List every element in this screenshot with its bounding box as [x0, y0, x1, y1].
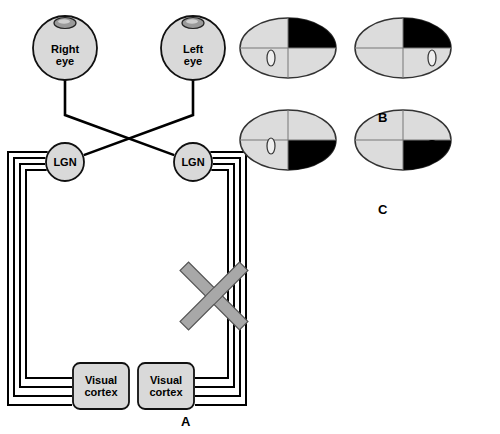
node-label: LGN: [181, 156, 204, 168]
panel-letter: B: [378, 110, 387, 125]
nerve-pathway: [65, 80, 174, 155]
node-label: Visual cortex: [79, 374, 123, 398]
circle-node: Left eye: [160, 15, 226, 81]
nerve-pathway: [195, 158, 240, 396]
visual-field: [355, 18, 451, 78]
cortex-box: Visual cortex: [72, 362, 130, 410]
visual-field: [240, 110, 336, 170]
nerve-pathway: [26, 170, 72, 378]
visual-field: [240, 18, 336, 78]
nerve-pathway: [14, 158, 72, 396]
circle-node: LGN: [173, 142, 213, 182]
nerve-pathway: [20, 164, 72, 387]
visual-field: [355, 110, 451, 170]
lesion-cross: [155, 237, 274, 356]
panel-letter: A: [181, 414, 190, 429]
node-label: Right eye: [45, 43, 85, 67]
cortex-box: Visual cortex: [137, 362, 195, 410]
circle-node: LGN: [45, 142, 85, 182]
nerve-pathway: [195, 164, 234, 387]
nerve-pathway: [8, 152, 72, 405]
node-label: LGN: [53, 156, 76, 168]
panel-letter: C: [378, 202, 387, 217]
nerve-pathway: [195, 170, 228, 378]
nerve-pathway: [195, 152, 246, 405]
node-label: Left eye: [173, 43, 213, 67]
circle-node: Right eye: [32, 15, 98, 81]
node-label: Visual cortex: [144, 374, 188, 398]
nerve-pathway: [84, 80, 193, 155]
